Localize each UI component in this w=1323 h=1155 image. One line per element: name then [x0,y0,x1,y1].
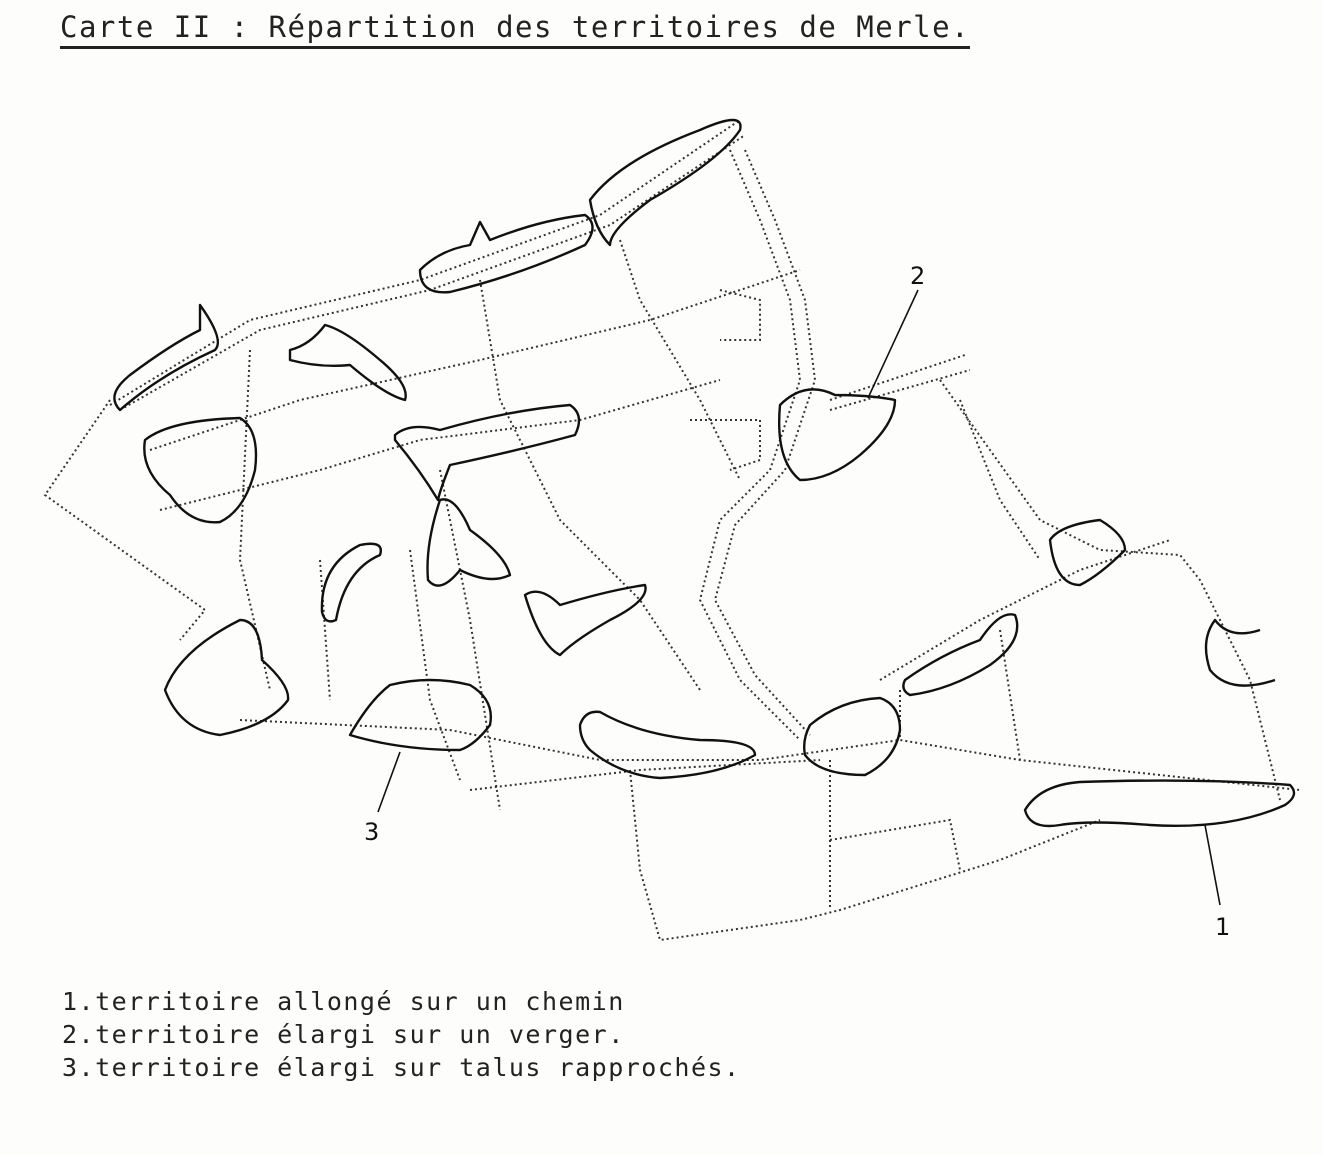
callouts: 1 2 3 [364,262,1230,941]
hedgerow-mid-1 [149,269,801,451]
hedgerow-orchard [690,289,761,471]
hedgerow-east-3 [879,539,1171,681]
territory [348,678,492,752]
hedgerow-east-1 [829,354,971,411]
territory [393,403,581,502]
hedgerow-south-2 [469,759,821,791]
map-title: Carte II : Répartition des territoires d… [60,10,971,49]
territory [578,710,757,780]
hedgerow-east-track-inner [713,149,817,736]
territory [902,613,1019,697]
hedgerow-north-inner [119,134,746,411]
legend: 1.territoire allongé sur un chemin 2.ter… [62,985,741,1084]
leader-line-3 [377,751,401,813]
hedgerow-east-4 [899,399,1041,761]
territory [426,498,512,587]
leader-line-2 [867,289,919,399]
hedgerow-mid-5 [619,239,741,481]
hedgerow-west [43,399,207,641]
legend-item-2: 2.territoire élargi sur un verger. [62,1020,625,1049]
hedgerow-south-3 [629,769,1101,942]
territory [113,303,220,412]
hedgerow-mid-4 [479,279,701,691]
hedgerow-north [109,119,741,406]
territories [113,118,1296,828]
legend-item-1: 1.territoire allongé sur un chemin [62,987,625,1016]
territory [1204,618,1276,687]
territory [288,323,407,402]
label-3: 3 [364,818,379,846]
hedgerow-east-track [698,149,802,741]
territory [163,618,290,737]
hedgerow-south-4 [829,760,961,910]
label-2: 2 [910,262,925,290]
label-1: 1 [1215,913,1230,941]
leader-line-1 [1204,824,1221,906]
territory [778,388,897,482]
territory [523,583,647,657]
territory [320,542,382,623]
legend-item-3: 3.territoire élargi sur talus rapprochés… [62,1053,741,1082]
territory [143,416,258,524]
hedgerows [43,119,1301,942]
hedgerow-mid-3 [238,349,271,691]
hedgerow-center [319,469,501,811]
territory [1048,518,1127,587]
territory [1023,779,1296,828]
territory [418,213,594,294]
territory [802,696,902,777]
territory [588,118,742,247]
hedgerow-east-2 [939,379,1281,801]
